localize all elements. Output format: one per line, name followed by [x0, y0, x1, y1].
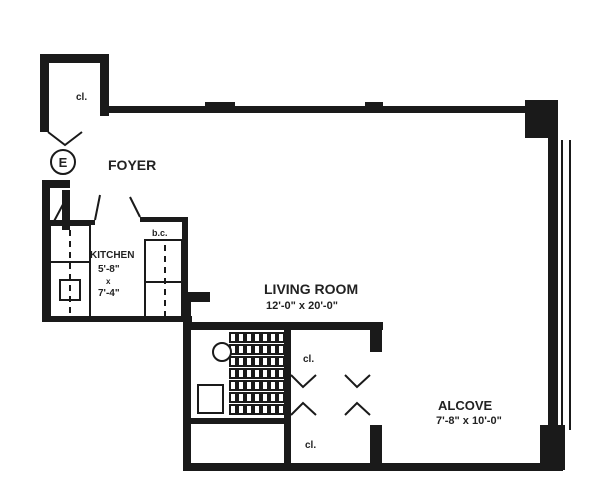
- bath-tile: [269, 380, 277, 391]
- bath-tile: [269, 332, 277, 343]
- bath-tile: [261, 404, 269, 415]
- living-room-label: LIVING ROOM: [264, 281, 358, 297]
- bath-tile: [261, 332, 269, 343]
- bath-tile: [269, 344, 277, 355]
- entry-marker: E: [59, 155, 68, 170]
- bath-tile: [253, 368, 261, 379]
- bath-tile: [253, 392, 261, 403]
- closet-label-upper: cl.: [303, 354, 314, 365]
- alcove-label: ALCOVE: [438, 398, 493, 413]
- entry-marker-icon: [50, 149, 76, 175]
- bath-tile: [229, 404, 237, 415]
- closet-label-lower: cl.: [305, 440, 316, 451]
- bath-tile: [229, 368, 237, 379]
- bath-tile: [245, 356, 253, 367]
- walls: [40, 54, 571, 471]
- bath-tile: [277, 368, 285, 379]
- broom-closet-label: b.c.: [152, 228, 168, 238]
- bath-tile: [245, 404, 253, 415]
- bath-tile: [253, 380, 261, 391]
- bath-tile: [277, 344, 285, 355]
- bath-tile: [245, 380, 253, 391]
- kitchen-dim1: 5'-8": [98, 264, 120, 275]
- bath-tile: [237, 392, 245, 403]
- bath-tile: [229, 392, 237, 403]
- bath-tile: [229, 380, 237, 391]
- alcove-dims: 7'-8" x 10'-0": [436, 415, 502, 427]
- toilet: [197, 384, 224, 414]
- bath-tile: [261, 380, 269, 391]
- bath-tile: [269, 356, 277, 367]
- kitchen-by: x: [106, 277, 111, 286]
- bath-tile: [261, 356, 269, 367]
- kitchen-dim2: 7'-4": [98, 288, 120, 299]
- foyer-label: FOYER: [108, 157, 156, 173]
- kitchen-label: KITCHEN: [90, 250, 134, 261]
- closet-label-top: cl.: [76, 92, 87, 103]
- bath-sink: [212, 342, 232, 362]
- bath-tile: [245, 392, 253, 403]
- bath-tile: [261, 344, 269, 355]
- bath-tile: [237, 356, 245, 367]
- bath-tile: [253, 344, 261, 355]
- bath-tile: [245, 344, 253, 355]
- bath-tile: [261, 392, 269, 403]
- bath-tile: [269, 404, 277, 415]
- bath-tile: [245, 332, 253, 343]
- bath-tile: [277, 404, 285, 415]
- bath-tile: [277, 380, 285, 391]
- bath-tile: [269, 368, 277, 379]
- bath-tiles: [229, 332, 285, 415]
- living-room-dims: 12'-0" x 20'-0": [266, 300, 338, 312]
- bath-tile: [245, 368, 253, 379]
- bath-tile: [237, 368, 245, 379]
- bath-tile: [253, 356, 261, 367]
- bath-tile: [229, 332, 237, 343]
- bath-tile: [253, 332, 261, 343]
- bath-tile: [237, 404, 245, 415]
- bath-tile: [237, 344, 245, 355]
- bath-tile: [229, 356, 237, 367]
- bath-tile: [237, 332, 245, 343]
- bath-tile: [269, 392, 277, 403]
- bath-tile: [237, 380, 245, 391]
- bath-tile: [277, 332, 285, 343]
- bath-tile: [277, 392, 285, 403]
- bath-tile: [261, 368, 269, 379]
- bath-tile: [253, 404, 261, 415]
- bath-tile: [277, 356, 285, 367]
